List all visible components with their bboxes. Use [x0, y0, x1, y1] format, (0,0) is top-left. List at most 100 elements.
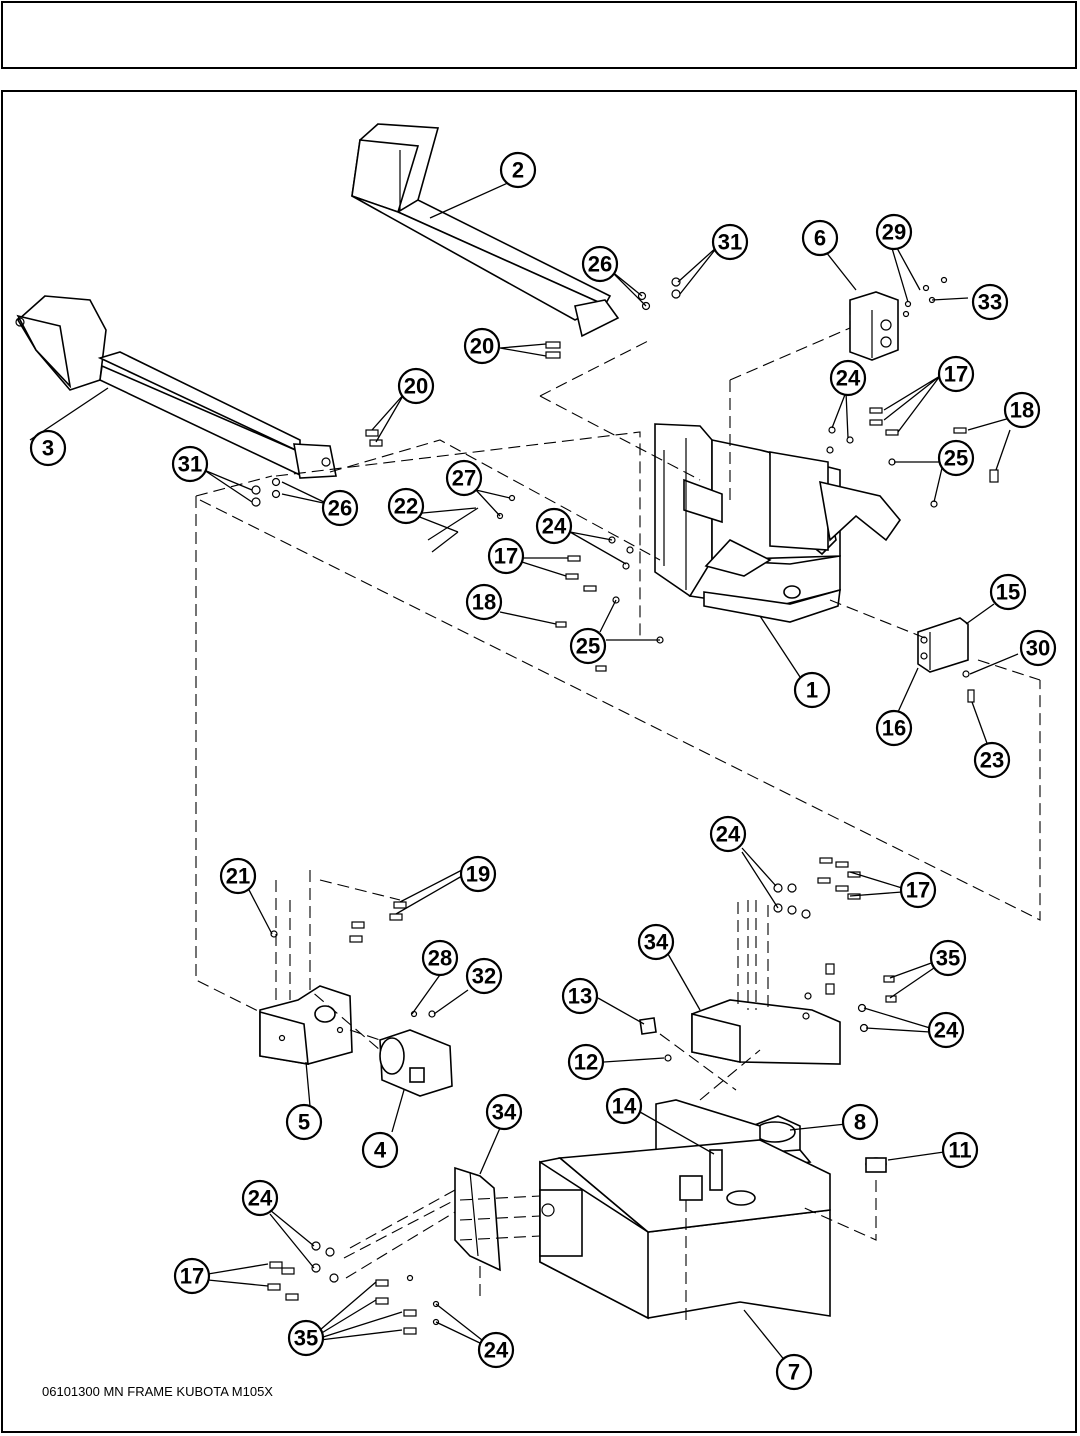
callout-2: 2 [499, 151, 537, 189]
svg-text:14: 14 [612, 1094, 637, 1119]
callout-5: 5 [285, 1103, 323, 1141]
callout-28: 28 [421, 939, 459, 977]
callout-35: 35 [929, 939, 967, 977]
callout-32: 32 [465, 957, 503, 995]
callout-7: 7 [775, 1353, 813, 1391]
callout-24: 24 [241, 1179, 279, 1217]
svg-text:17: 17 [180, 1264, 204, 1289]
callout-34: 34 [637, 923, 675, 961]
callout-17: 17 [937, 355, 975, 393]
svg-text:17: 17 [494, 544, 518, 569]
callout-20: 20 [463, 327, 501, 365]
callout-18: 18 [1003, 391, 1041, 429]
drawing-frame [1, 90, 1077, 1433]
svg-text:11: 11 [948, 1138, 971, 1163]
part-side-plate-right [769, 451, 902, 551]
svg-text:30: 30 [1026, 636, 1050, 661]
callout-11: 11 [941, 1131, 979, 1169]
svg-text:24: 24 [836, 366, 861, 391]
callout-4: 4 [361, 1131, 399, 1169]
callout-35: 35 [287, 1319, 325, 1357]
part-34-mount-plate-upper [691, 999, 841, 1065]
svg-text:24: 24 [542, 514, 567, 539]
callout-12: 12 [567, 1043, 605, 1081]
svg-text:35: 35 [294, 1326, 318, 1351]
svg-text:20: 20 [470, 334, 494, 359]
callout-31: 31 [171, 445, 209, 483]
callout-19: 19 [459, 855, 497, 893]
callout-21: 21 [219, 857, 257, 895]
svg-text:24: 24 [716, 822, 741, 847]
callout-31: 31 [711, 223, 749, 261]
svg-text:23: 23 [980, 748, 1004, 773]
part-34-mount-plate-lower [454, 1166, 501, 1272]
svg-text:6: 6 [814, 226, 826, 251]
svg-text:25: 25 [944, 446, 968, 471]
svg-text:31: 31 [178, 452, 202, 477]
part-4-hydraulic-pump [379, 1029, 453, 1097]
svg-text:29: 29 [882, 220, 906, 245]
svg-text:19: 19 [466, 862, 490, 887]
callout-25: 25 [937, 439, 975, 477]
svg-text:24: 24 [484, 1338, 509, 1363]
svg-text:15: 15 [996, 580, 1020, 605]
part-3-frame-rail-left [15, 295, 337, 479]
part-5-pump-bracket [259, 985, 353, 1065]
svg-text:27: 27 [452, 466, 476, 491]
callout-29: 29 [875, 213, 913, 251]
svg-text:28: 28 [428, 946, 452, 971]
part-6-valve-block [849, 291, 899, 361]
svg-text:34: 34 [644, 930, 669, 955]
svg-text:34: 34 [492, 1100, 517, 1125]
callout-24: 24 [535, 507, 573, 545]
callout-13: 13 [561, 977, 599, 1015]
callout-30: 30 [1019, 629, 1057, 667]
svg-text:1: 1 [806, 678, 818, 703]
svg-text:8: 8 [854, 1110, 866, 1135]
svg-text:33: 33 [978, 290, 1002, 315]
svg-text:32: 32 [472, 964, 496, 989]
callout-15: 15 [989, 573, 1027, 611]
callout-23: 23 [973, 741, 1011, 779]
callout-17: 17 [899, 871, 937, 909]
callout-22: 22 [387, 487, 425, 525]
svg-text:5: 5 [298, 1110, 310, 1135]
part-11-filler-cap [865, 1157, 887, 1173]
callout-3: 3 [29, 429, 67, 467]
part-12-fitting [664, 1054, 672, 1062]
drawing-title: 06101300 MN FRAME KUBOTA M105X [42, 1384, 273, 1399]
svg-text:3: 3 [42, 436, 54, 461]
callout-16: 16 [875, 709, 913, 747]
callout-8: 8 [841, 1103, 879, 1141]
part-2-frame-rail-upper [351, 123, 620, 338]
title-block-frame [1, 1, 1077, 69]
svg-text:7: 7 [788, 1360, 800, 1385]
callout-25: 25 [569, 627, 607, 665]
callout-33: 33 [971, 283, 1009, 321]
svg-text:22: 22 [394, 494, 418, 519]
part-15-16-hinge-bracket [917, 617, 969, 673]
svg-text:26: 26 [328, 496, 352, 521]
part-14-sight-gauge [709, 1149, 723, 1191]
svg-text:18: 18 [472, 590, 496, 615]
svg-text:4: 4 [374, 1138, 387, 1163]
callout-26: 26 [321, 489, 359, 527]
callout-26: 26 [581, 245, 619, 283]
callout-24: 24 [829, 359, 867, 397]
svg-text:21: 21 [226, 864, 250, 889]
assembly-alignment-lines [195, 300, 1041, 1320]
svg-text:20: 20 [404, 374, 428, 399]
callout-24: 24 [477, 1331, 515, 1369]
svg-text:17: 17 [944, 362, 968, 387]
part-13-breather [639, 1017, 657, 1035]
callout-17: 17 [173, 1257, 211, 1295]
svg-text:18: 18 [1010, 398, 1034, 423]
callout-34: 34 [485, 1093, 523, 1131]
callouts: 1 2 3 4 5 6 7 8 11 12 13 14 15 16 17 17 … [29, 151, 1057, 1391]
svg-text:26: 26 [588, 252, 612, 277]
svg-text:13: 13 [568, 984, 592, 1009]
part-7-hydraulic-tank [539, 1099, 831, 1320]
callout-24: 24 [709, 815, 747, 853]
svg-text:12: 12 [574, 1050, 598, 1075]
